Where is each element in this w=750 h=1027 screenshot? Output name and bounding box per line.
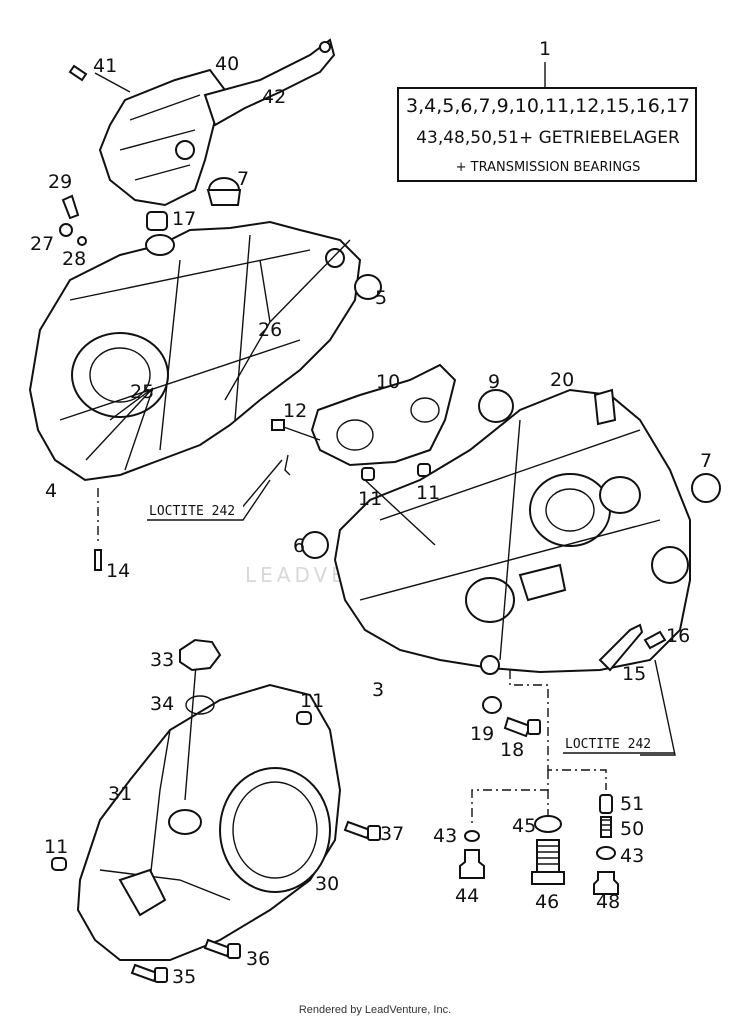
callout-42: 42 xyxy=(262,86,286,108)
right-crankcase-half xyxy=(333,388,691,675)
callout-15: 15 xyxy=(622,663,646,685)
callout-35: 35 xyxy=(172,966,196,988)
kit-line-2: 43,48,50,51+ GETRIEBELAGER xyxy=(416,128,680,148)
callout-29: 29 xyxy=(48,171,72,193)
callout-14: 14 xyxy=(106,560,130,582)
callout-18: 18 xyxy=(500,739,524,761)
bearing-9 xyxy=(478,389,514,423)
small-parts-right xyxy=(482,623,667,738)
loctite-note-left: LOCTITE 242 xyxy=(147,479,271,521)
callout-26: 26 xyxy=(258,319,282,341)
assembly-lines xyxy=(471,670,607,825)
left-crankcase-half xyxy=(28,220,362,571)
callout-12: 12 xyxy=(283,400,307,422)
callout-6: 6 xyxy=(293,535,305,557)
callout-7-top: 7 xyxy=(237,168,249,190)
callout-33: 33 xyxy=(150,649,174,671)
bracket-assembly xyxy=(68,38,336,207)
callout-45: 45 xyxy=(512,815,536,837)
callout-25: 25 xyxy=(130,381,154,403)
callout-31: 31 xyxy=(108,783,132,805)
callout-11-d: 11 xyxy=(44,836,68,858)
callout-3: 3 xyxy=(372,679,384,701)
callout-7-right: 7 xyxy=(700,450,712,472)
callout-9: 9 xyxy=(488,371,500,393)
callout-labels: 1 41 40 42 7 29 17 27 28 5 26 25 10 9 20… xyxy=(30,38,712,988)
callout-44: 44 xyxy=(455,885,479,907)
callout-43-right: 43 xyxy=(620,845,644,867)
callout-17: 17 xyxy=(172,208,196,230)
callout-20: 20 xyxy=(550,369,574,391)
callout-50: 50 xyxy=(620,818,644,840)
callout-4: 4 xyxy=(45,480,57,502)
callout-5: 5 xyxy=(375,287,387,309)
callout-27: 27 xyxy=(30,233,54,255)
small-parts-top-left xyxy=(59,177,242,246)
callout-28: 28 xyxy=(62,248,86,270)
callout-16: 16 xyxy=(666,625,690,647)
callout-34: 34 xyxy=(150,693,174,715)
leader-lines xyxy=(85,239,676,756)
callout-11-b: 11 xyxy=(416,482,440,504)
footer-credit: Rendered by LeadVenture, Inc. xyxy=(298,1004,452,1016)
cover-bolts xyxy=(130,820,381,983)
bushing-5 xyxy=(354,274,382,300)
bushing-6 xyxy=(301,531,329,559)
callout-41: 41 xyxy=(93,55,117,77)
callout-37: 37 xyxy=(380,823,404,845)
callout-46: 46 xyxy=(535,891,559,913)
callout-43-left: 43 xyxy=(433,825,457,847)
callout-19: 19 xyxy=(470,723,494,745)
loctite-right-label: LOCTITE 242 xyxy=(565,737,651,752)
loctite-left-label: LOCTITE 242 xyxy=(149,504,235,519)
loctite-note-right: LOCTITE 242 xyxy=(563,737,675,754)
kit-line-3: + TRANSMISSION BEARINGS xyxy=(456,160,641,175)
callout-11-a: 11 xyxy=(358,488,382,510)
callout-51: 51 xyxy=(620,793,644,815)
callout-11-c: 11 xyxy=(300,690,324,712)
kit-contents-box: 3,4,5,6,7,9,10,11,12,15,16,17 43,48,50,5… xyxy=(397,62,697,182)
callout-30: 30 xyxy=(315,873,339,895)
callout-40: 40 xyxy=(215,53,239,75)
callout-36: 36 xyxy=(246,948,270,970)
callout-48: 48 xyxy=(596,891,620,913)
bearing-bracket-10 xyxy=(271,363,457,481)
callout-1: 1 xyxy=(539,38,551,60)
bearing-7 xyxy=(691,473,721,503)
callout-10: 10 xyxy=(376,371,400,393)
drain-plug-parts xyxy=(459,794,619,895)
kit-line-1: 3,4,5,6,7,9,10,11,12,15,16,17 xyxy=(406,95,690,117)
clutch-cover xyxy=(51,638,342,961)
